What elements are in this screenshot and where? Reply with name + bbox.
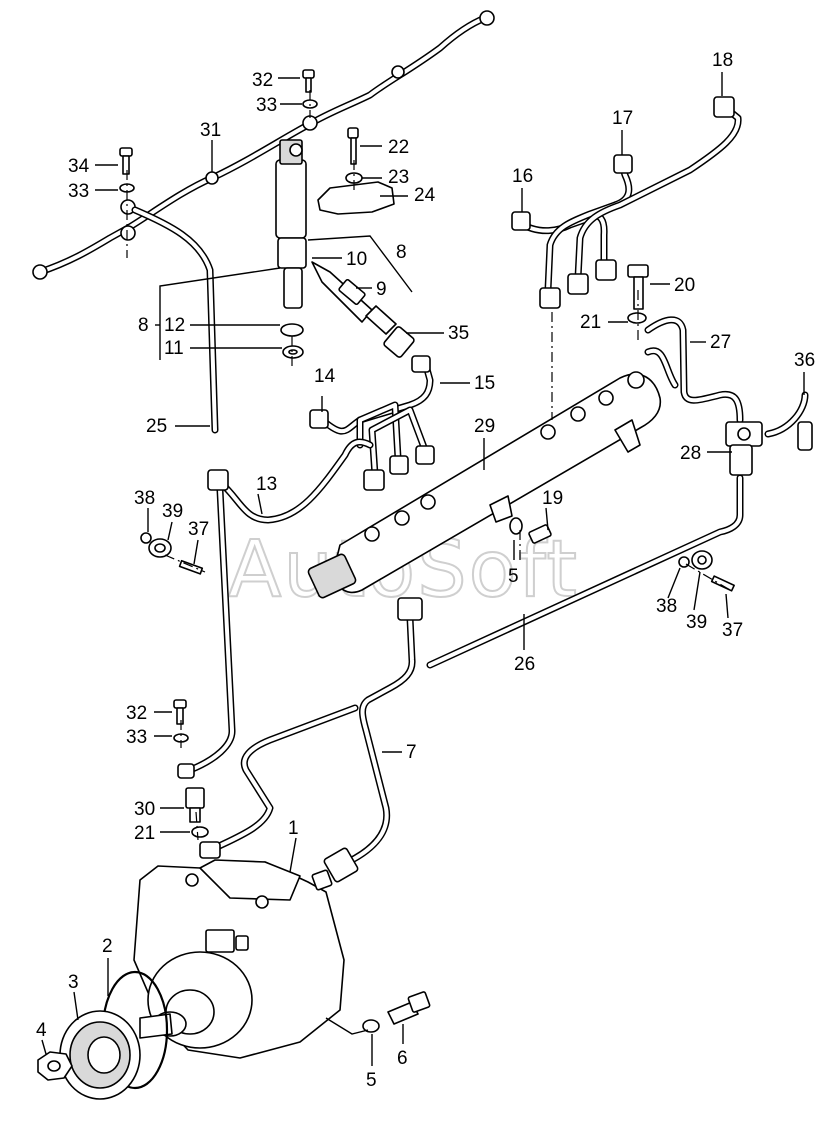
callout-8-left: 8 [138,315,149,336]
callout-21-pump: 21 [134,823,155,844]
callout-23: 23 [388,167,409,188]
callout-33-left: 33 [68,181,89,202]
washer-11 [282,345,304,359]
callout-38-left: 38 [134,488,155,509]
return-line-27 [644,316,744,424]
callout-26: 26 [514,654,535,675]
callout-30: 30 [134,799,155,820]
callout-35: 35 [448,323,469,344]
callout-19: 19 [542,488,563,509]
callout-20: 20 [674,275,695,296]
injection-pipes-16-17-18 [511,96,742,309]
clip-39-right [691,550,713,570]
callout-14: 14 [314,366,336,387]
bolt-6 [387,991,431,1025]
injection-pipes-14-15 [309,355,435,491]
callout-28: 28 [680,443,701,464]
callout-31: 31 [200,120,221,141]
callout-24: 24 [414,185,436,206]
callout-4: 4 [36,1020,47,1041]
callout-38-right: 38 [656,596,677,617]
injector-8 [275,139,307,309]
washer-5-pump [362,1019,380,1033]
bolt-34 [119,147,133,175]
seal-ring-12 [280,323,304,337]
hose-36 [764,391,813,451]
callout-32-pump: 32 [126,703,147,724]
callout-18: 18 [712,50,733,71]
bolt-19 [528,524,552,544]
callout-17: 17 [612,108,633,129]
callout-36: 36 [794,350,815,371]
callout-39-left: 39 [162,501,183,522]
washer-21-pump [191,826,209,838]
callout-39-right: 39 [686,612,707,633]
callout-25: 25 [146,416,167,437]
callout-5-rail: 5 [508,566,519,587]
callout-34: 34 [68,156,90,177]
callout-7: 7 [406,742,417,763]
callout-21-rail: 21 [580,312,601,333]
return-line-26 [426,474,744,669]
callout-29: 29 [474,416,495,437]
return-line-25 [131,206,236,774]
callout-15: 15 [474,373,495,394]
common-rail-29 [307,371,662,599]
leader-lines [41,72,805,1066]
bolt-22 [347,127,359,165]
gear-3 [59,1010,141,1100]
banjo-bolt-30 [185,787,205,823]
clamp-24 [317,181,395,215]
callout-12: 12 [164,315,185,336]
washer-21-rail [627,312,647,324]
callout-37-right: 37 [722,620,743,641]
callout-22: 22 [388,137,409,158]
high-pressure-pump-1 [133,859,345,1059]
callout-27: 27 [710,332,731,353]
bolt-32-pump [173,699,187,725]
return-line-pump [211,704,359,852]
nut-4 [37,1051,73,1081]
leak-off-line-31 [32,10,495,280]
callout-16: 16 [512,166,533,187]
washer-5-rail [509,517,523,535]
bolt-37-right [710,575,735,592]
callout-37-left: 37 [188,519,209,540]
fitting-pump-top [177,763,221,859]
callout-9: 9 [376,279,387,300]
callout-3: 3 [68,972,79,993]
callout-5-pump: 5 [366,1070,377,1091]
clip-39-left [148,538,172,558]
callout-2: 2 [102,936,113,957]
callout-33-top: 33 [256,95,277,116]
fuel-line-13 [207,438,374,524]
callout-6: 6 [397,1048,408,1069]
high-pressure-line-7 [323,597,423,883]
banjo-bolt-20 [627,264,649,310]
bolt-32-top [302,69,315,93]
callout-13: 13 [256,474,277,495]
callout-1: 1 [288,818,299,839]
pressure-pipe-connector-9-10 [311,261,397,335]
tee-fitting-28 [725,421,763,476]
callout-32-top: 32 [252,70,273,91]
nut-38-left [140,532,152,544]
callout-8-right: 8 [396,242,407,263]
callout-11: 11 [164,338,184,359]
callout-labels: 32 33 31 34 33 22 23 24 8 10 9 8 12 11 3… [36,50,815,1091]
bolt-37-left [178,559,204,575]
callout-10: 10 [346,249,367,270]
callout-33-pump: 33 [126,727,147,748]
